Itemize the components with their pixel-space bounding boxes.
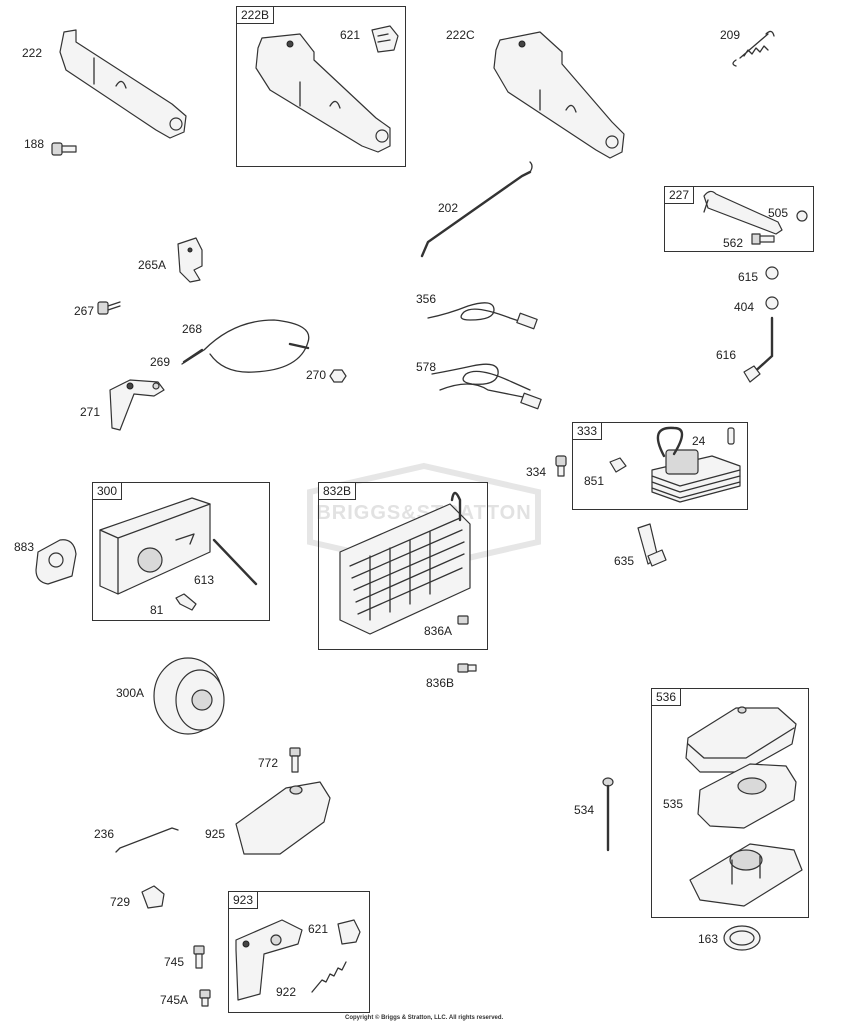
part-227-lever xyxy=(703,190,808,245)
part-832b-guard xyxy=(339,491,471,635)
group-label-536: 536 xyxy=(652,689,682,706)
part-745-screw xyxy=(193,945,205,969)
part-883-gasket xyxy=(35,539,77,585)
copyright-notice: Copyright © Briggs & Stratton, LLC. All … xyxy=(345,1015,504,1021)
part-188-screw xyxy=(51,142,77,156)
group-box-923: 923 xyxy=(228,891,370,1013)
part-772-screw xyxy=(289,747,301,773)
part-label: 222C xyxy=(446,28,475,42)
part-label: 635 xyxy=(614,554,635,568)
part-label: 836B xyxy=(426,676,455,690)
part-268-cable xyxy=(181,319,310,373)
part-label: 745A xyxy=(160,993,189,1007)
part-578-wire xyxy=(431,363,542,410)
part-label: 535 xyxy=(663,797,684,811)
part-label: 24 xyxy=(692,434,706,448)
part-209-spring xyxy=(732,30,775,67)
part-label: 268 xyxy=(182,322,203,336)
group-box-300: 300 xyxy=(92,482,270,621)
part-label: 729 xyxy=(110,895,131,909)
part-536-air-cleaner xyxy=(685,706,803,907)
part-label: 236 xyxy=(94,827,115,841)
part-923-plate xyxy=(235,919,303,1001)
part-label: 209 xyxy=(720,28,741,42)
part-label: 265A xyxy=(138,258,167,272)
part-label: 334 xyxy=(526,465,547,479)
group-label-923: 923 xyxy=(229,892,259,909)
part-267-screw xyxy=(97,301,121,315)
part-label: 621 xyxy=(308,922,329,936)
part-label: 562 xyxy=(723,236,744,250)
group-box-227: 227 xyxy=(664,186,814,252)
part-729-clip xyxy=(141,885,165,909)
part-925-deflector xyxy=(235,781,331,855)
part-621b-clip xyxy=(337,919,361,945)
part-222-bracket xyxy=(59,29,187,139)
part-label: 404 xyxy=(734,300,755,314)
part-label: 202 xyxy=(438,201,459,215)
part-236-link xyxy=(115,827,179,853)
part-271-bracket xyxy=(109,379,165,431)
part-label: 222 xyxy=(22,46,43,60)
part-label: 269 xyxy=(150,355,171,369)
part-label: 851 xyxy=(584,474,605,488)
part-270-nut xyxy=(329,369,347,383)
part-label: 188 xyxy=(24,137,45,151)
part-label: 300A xyxy=(116,686,145,700)
part-label: 163 xyxy=(698,932,719,946)
part-163-seal xyxy=(723,925,761,951)
part-534-bolt xyxy=(602,777,614,852)
part-616-shaft xyxy=(743,316,774,383)
part-404-washer xyxy=(765,296,779,310)
part-333-armature xyxy=(609,426,741,503)
group-box-333: 333 xyxy=(572,422,748,510)
part-label: 621 xyxy=(340,28,361,42)
group-label-832b: 832B xyxy=(319,483,357,500)
part-202-rod xyxy=(420,161,533,258)
part-615-washer xyxy=(765,266,779,280)
watermark-text: BRIGGS&STRATTON xyxy=(316,502,532,524)
part-222b-bracket xyxy=(255,33,391,153)
part-300-muffler xyxy=(99,497,258,611)
part-label: 772 xyxy=(258,756,279,770)
group-box-222b: 222B xyxy=(236,6,406,167)
part-label: 883 xyxy=(14,540,35,554)
part-label: 578 xyxy=(416,360,437,374)
part-222c-bracket xyxy=(493,31,625,159)
group-label-227: 227 xyxy=(665,187,695,204)
part-621-clip xyxy=(371,25,399,53)
part-300a-muffler xyxy=(153,657,225,735)
part-334-screw xyxy=(555,455,567,477)
part-label: 81 xyxy=(150,603,164,617)
group-box-536: 536 xyxy=(651,688,809,918)
part-label: 745 xyxy=(164,955,185,969)
group-label-333: 333 xyxy=(573,423,603,440)
part-label: 505 xyxy=(768,206,789,220)
part-label: 925 xyxy=(205,827,226,841)
part-label: 922 xyxy=(276,985,297,999)
part-label: 836A xyxy=(424,624,453,638)
part-922-spring xyxy=(311,961,347,993)
part-label: 616 xyxy=(716,348,737,362)
part-label: 613 xyxy=(194,573,215,587)
part-label: 267 xyxy=(74,304,95,318)
part-356-wire xyxy=(427,302,538,330)
group-box-832b: 832B xyxy=(318,482,488,650)
part-label: 356 xyxy=(416,292,437,306)
part-label: 615 xyxy=(738,270,759,284)
group-label-300: 300 xyxy=(93,483,123,500)
group-label-222b: 222B xyxy=(237,7,275,24)
part-label: 270 xyxy=(306,368,327,382)
part-635-elbow xyxy=(637,523,667,567)
part-265a-bracket xyxy=(177,237,203,283)
part-label: 271 xyxy=(80,405,101,419)
part-836b-screw xyxy=(457,663,477,673)
part-745a-screw xyxy=(199,989,211,1007)
part-label: 534 xyxy=(574,803,595,817)
